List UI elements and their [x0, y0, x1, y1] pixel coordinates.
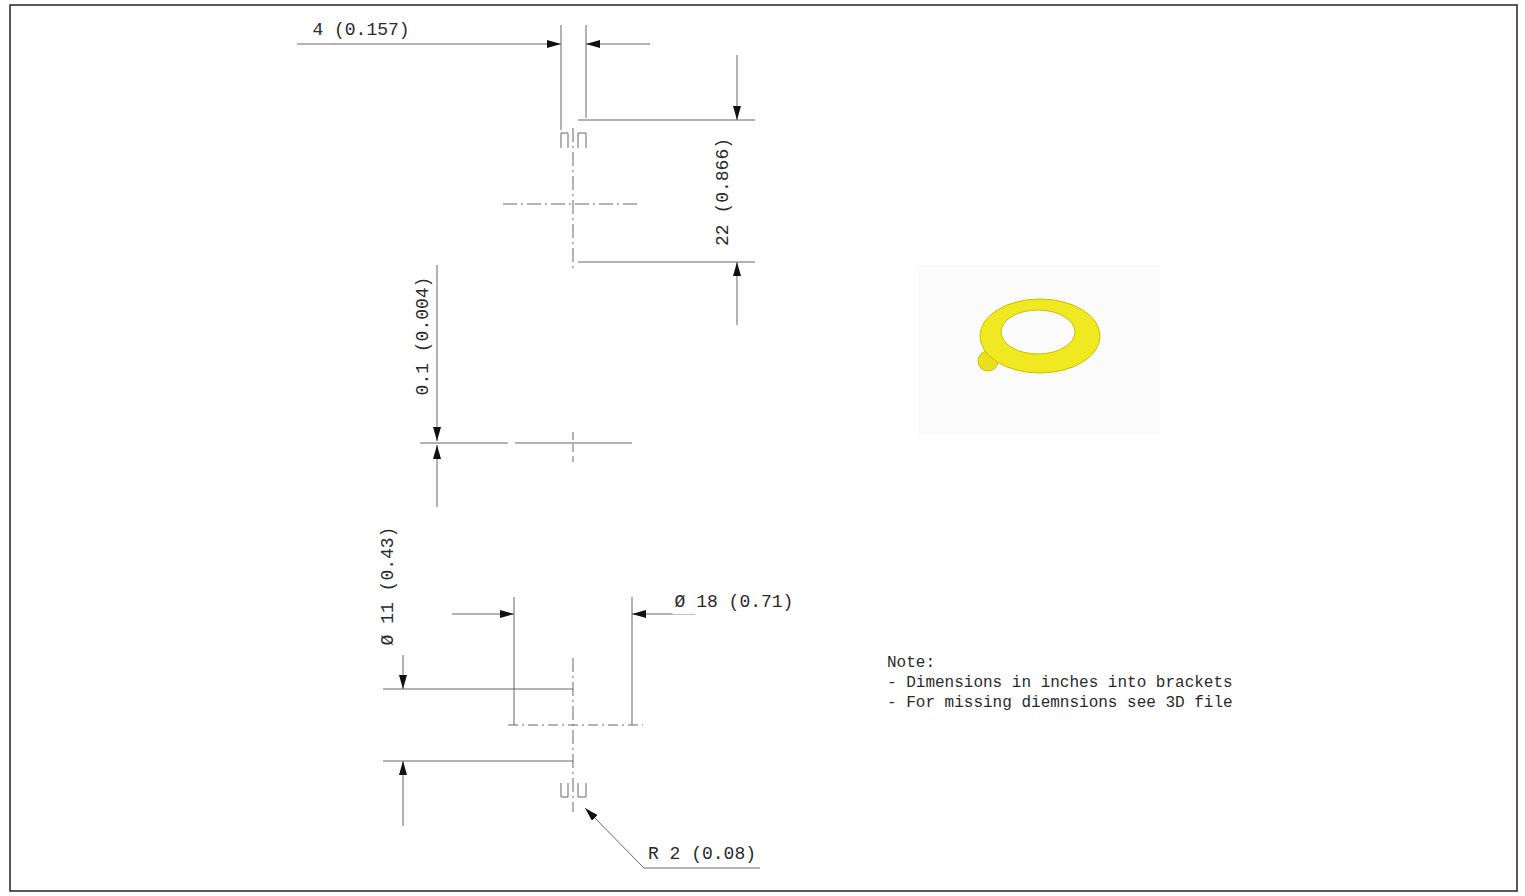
- dimension-label: Ø 18 (0.71): [673, 592, 796, 614]
- note-text: - Dimensions in inches into brackets: [887, 674, 1233, 693]
- dimension-label: 22 (0.866): [713, 136, 735, 248]
- washer-render: [918, 265, 1160, 435]
- dimension-label: R 2 (0.08): [646, 844, 758, 866]
- note-text: - For missing diemnsions see 3D file: [887, 694, 1233, 713]
- note-text: Note:: [887, 654, 935, 673]
- dimension-label: Ø 11 (0.43): [378, 525, 400, 648]
- dimension-label: 4 (0.157): [310, 20, 411, 42]
- dimension-label: 0.1 (0.004): [413, 275, 435, 398]
